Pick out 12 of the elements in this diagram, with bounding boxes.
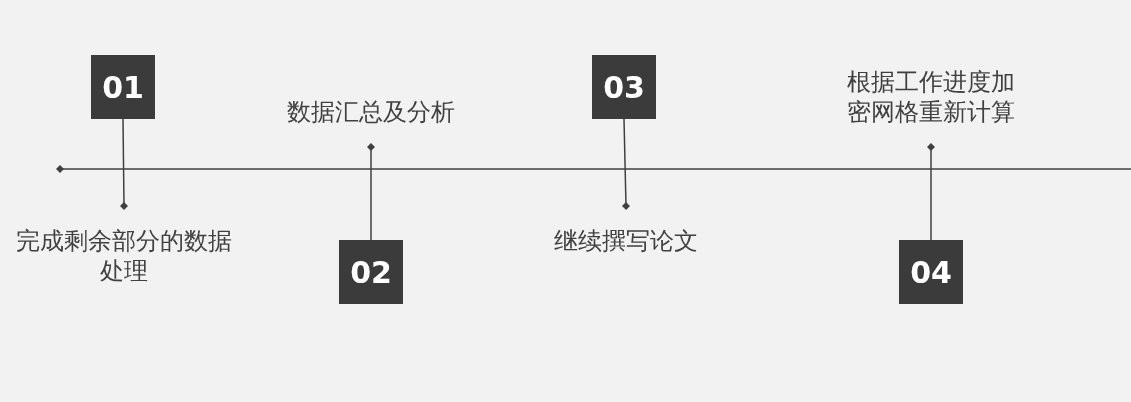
step-number: 02: [339, 240, 403, 304]
step-text: 根据工作进度加密网格重新计算: [841, 67, 1021, 147]
step-number: 03: [592, 55, 656, 119]
leader-line: [927, 143, 935, 241]
step-number: 01: [91, 55, 155, 119]
step-text: 继续撰写论文: [526, 206, 726, 256]
step-text: 数据汇总及分析: [271, 97, 471, 147]
step-number: 04: [899, 240, 963, 304]
leader-line: [367, 143, 375, 241]
step-text: 完成剩余部分的数据处理: [7, 206, 241, 286]
leader-line: [622, 118, 630, 210]
leader-line: [120, 118, 128, 210]
